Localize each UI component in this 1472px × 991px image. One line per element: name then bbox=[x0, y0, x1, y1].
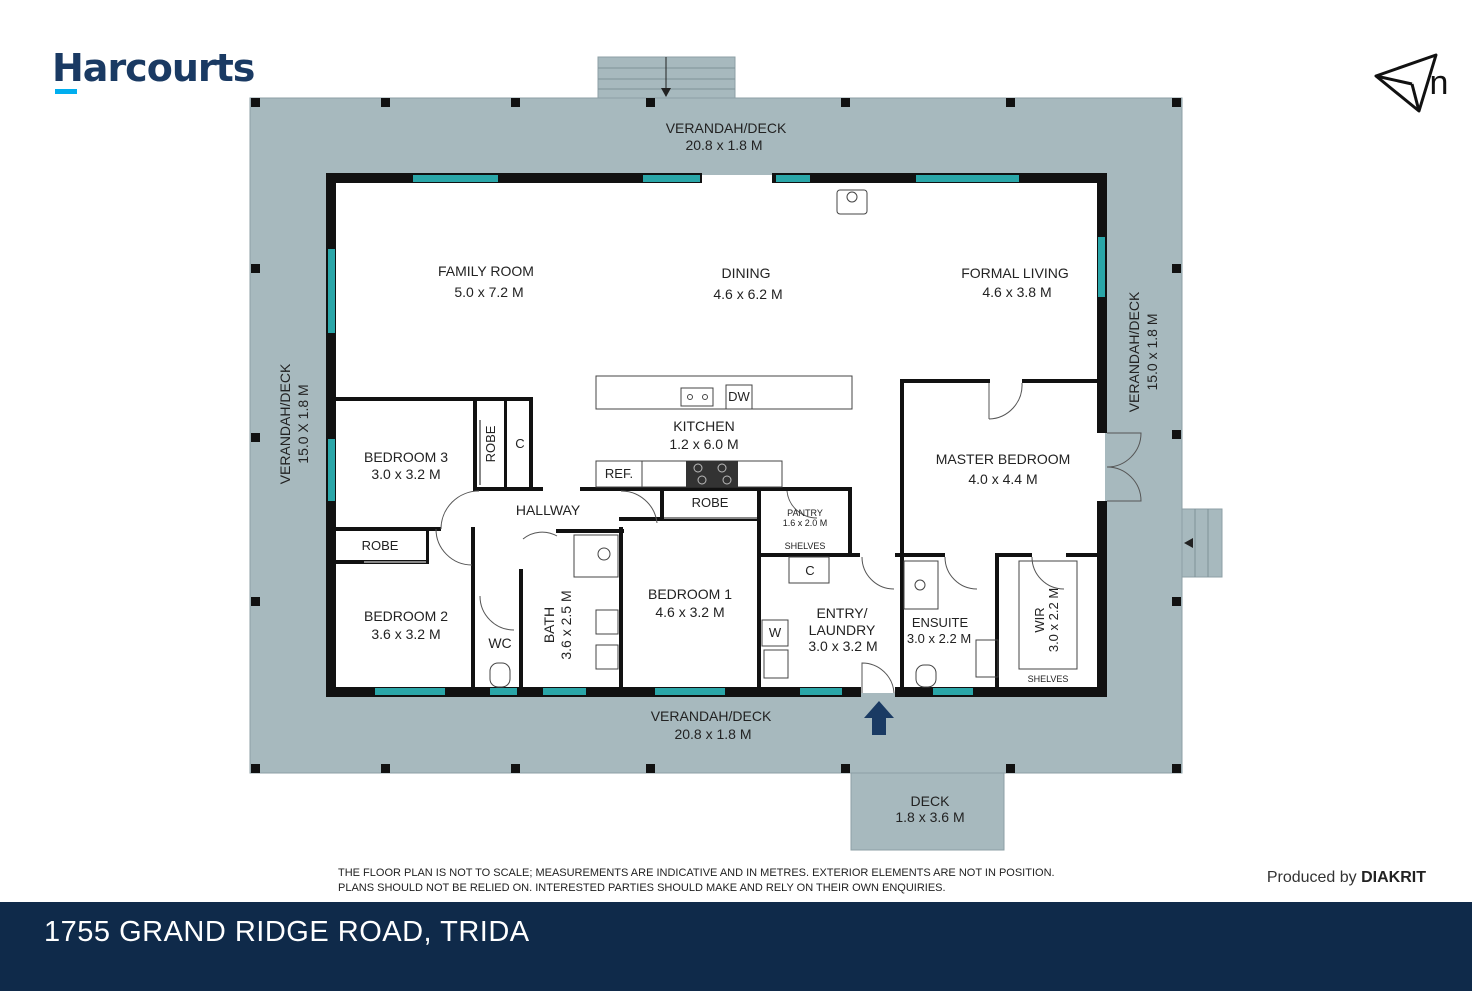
ensuite-toilet-icon bbox=[915, 664, 937, 688]
verandah-top-size: 20.8 x 1.8 M bbox=[685, 137, 762, 153]
robe-bedroom2-label: ROBE bbox=[362, 538, 399, 553]
wir-name: WIR bbox=[1032, 607, 1047, 632]
wir-shelves bbox=[1018, 560, 1078, 670]
wc-name: WC bbox=[488, 635, 511, 651]
produced-by-credit: Produced by DIAKRIT bbox=[1267, 869, 1426, 887]
master-bedroom-size: 4.0 x 4.4 M bbox=[968, 471, 1037, 487]
entry-size: 3.0 x 3.2 M bbox=[808, 638, 877, 654]
fixtures bbox=[364, 189, 1078, 688]
doors bbox=[435, 382, 1142, 694]
laundry-tub-icon bbox=[763, 649, 789, 679]
diakrit-brand: DIAKRIT bbox=[1361, 869, 1426, 886]
pantry-name: PANTRY bbox=[787, 508, 823, 518]
robe-bedroom1-label: ROBE bbox=[692, 495, 729, 510]
fridge-label: REF. bbox=[605, 466, 633, 481]
toilet-icon bbox=[489, 662, 511, 688]
dining-name: DINING bbox=[722, 265, 771, 281]
shower-icon bbox=[573, 534, 619, 578]
fireplace-icon bbox=[836, 189, 868, 215]
verandah-top-name: VERANDAH/DECK bbox=[666, 120, 787, 136]
master-bedroom-name: MASTER BEDROOM bbox=[936, 451, 1071, 467]
bedroom1-name: BEDROOM 1 bbox=[648, 586, 732, 602]
ensuite-basin-icon bbox=[975, 639, 999, 678]
verandah-bottom-name: VERANDAH/DECK bbox=[651, 708, 772, 724]
verandah-right-name: VERANDAH/DECK bbox=[1126, 291, 1142, 412]
bath-name: BATH bbox=[541, 607, 557, 643]
kitchen-size: 1.2 x 6.0 M bbox=[669, 436, 738, 452]
laundry-name: LAUNDRY bbox=[809, 622, 876, 638]
ensuite-size: 3.0 x 2.2 M bbox=[907, 631, 971, 646]
family-room-name: FAMILY ROOM bbox=[438, 263, 534, 279]
entry-name: ENTRY/ bbox=[816, 605, 867, 621]
fridge-space bbox=[595, 460, 643, 488]
kitchen-island bbox=[595, 375, 853, 410]
cupboard-hall-label: C bbox=[515, 436, 524, 451]
verandah-right-size: 15.0 x 1.8 M bbox=[1144, 313, 1160, 390]
bedroom2-size: 3.6 x 3.2 M bbox=[371, 626, 440, 642]
logo-accent-bar bbox=[55, 89, 77, 94]
address-footer bbox=[0, 902, 1472, 991]
verandah-bottom-size: 20.8 x 1.8 M bbox=[674, 726, 751, 742]
disclaimer-line-2: PLANS SHOULD NOT BE RELIED ON. INTERESTE… bbox=[338, 882, 946, 894]
north-arrow-icon bbox=[1374, 53, 1438, 113]
verandah-left-size: 15.0 X 1.8 M bbox=[295, 384, 311, 463]
deck-size: 1.8 x 3.6 M bbox=[895, 809, 964, 825]
robe-bedroom3-label: ROBE bbox=[483, 425, 498, 462]
family-room-size: 5.0 x 7.2 M bbox=[454, 284, 523, 300]
dishwasher bbox=[725, 384, 753, 410]
wir-size: 3.0 x 2.2 M bbox=[1046, 588, 1061, 652]
room-labels: VERANDAH/DECK 20.8 x 1.8 M VERANDAH/DECK… bbox=[277, 120, 1160, 825]
disclaimer: THE FLOOR PLAN IS NOT TO SCALE; MEASUREM… bbox=[338, 866, 1055, 896]
basin-icon bbox=[595, 609, 619, 635]
deck-name: DECK bbox=[911, 793, 951, 809]
produced-by-prefix: Produced by bbox=[1266, 869, 1357, 886]
floor-plan: n VERANDAH/DECK 20.8 x 1.8 M VERANDAH/DE… bbox=[249, 53, 1449, 851]
rear-deck bbox=[850, 772, 1005, 851]
sink-icon bbox=[680, 387, 714, 407]
pantry-size: 1.6 x 2.0 M bbox=[783, 518, 828, 528]
windows bbox=[328, 175, 1105, 695]
house-interior bbox=[328, 175, 1105, 693]
ensuite-name: ENSUITE bbox=[912, 615, 969, 630]
bedroom3-name: BEDROOM 3 bbox=[364, 449, 448, 465]
washer-space bbox=[761, 619, 789, 647]
verandah-left-name: VERANDAH/DECK bbox=[277, 363, 293, 484]
basin-icon bbox=[595, 644, 619, 670]
verandah-posts bbox=[251, 98, 1181, 773]
dishwasher-label: DW bbox=[728, 389, 750, 404]
north-label: n bbox=[1430, 64, 1449, 102]
entry-cupboard bbox=[788, 556, 830, 584]
property-address: 1755 GRAND RIDGE ROAD, TRIDA bbox=[44, 916, 530, 948]
formal-living-name: FORMAL LIVING bbox=[961, 265, 1069, 281]
entry-arrow-icon bbox=[864, 701, 894, 735]
bedroom2-name: BEDROOM 2 bbox=[364, 608, 448, 624]
kitchen-name: KITCHEN bbox=[673, 418, 734, 434]
cupboard-entry-label: C bbox=[805, 563, 814, 578]
bedroom3-size: 3.0 x 3.2 M bbox=[371, 466, 440, 482]
bath-size: 3.6 x 2.5 M bbox=[558, 590, 574, 659]
hallway-name: HALLWAY bbox=[516, 502, 581, 518]
pantry-shelves-label: SHELVES bbox=[785, 541, 826, 551]
dining-size: 4.6 x 6.2 M bbox=[713, 286, 782, 302]
disclaimer-line-1: THE FLOOR PLAN IS NOT TO SCALE; MEASUREM… bbox=[338, 867, 1055, 879]
wir-shelves-label: SHELVES bbox=[1028, 674, 1069, 684]
washer-label: W bbox=[769, 625, 782, 640]
ensuite-shower-icon bbox=[903, 560, 939, 610]
harcourts-logo: Harcourts bbox=[52, 46, 255, 90]
bedroom1-size: 4.6 x 3.2 M bbox=[655, 604, 724, 620]
formal-living-size: 4.6 x 3.8 M bbox=[982, 284, 1051, 300]
